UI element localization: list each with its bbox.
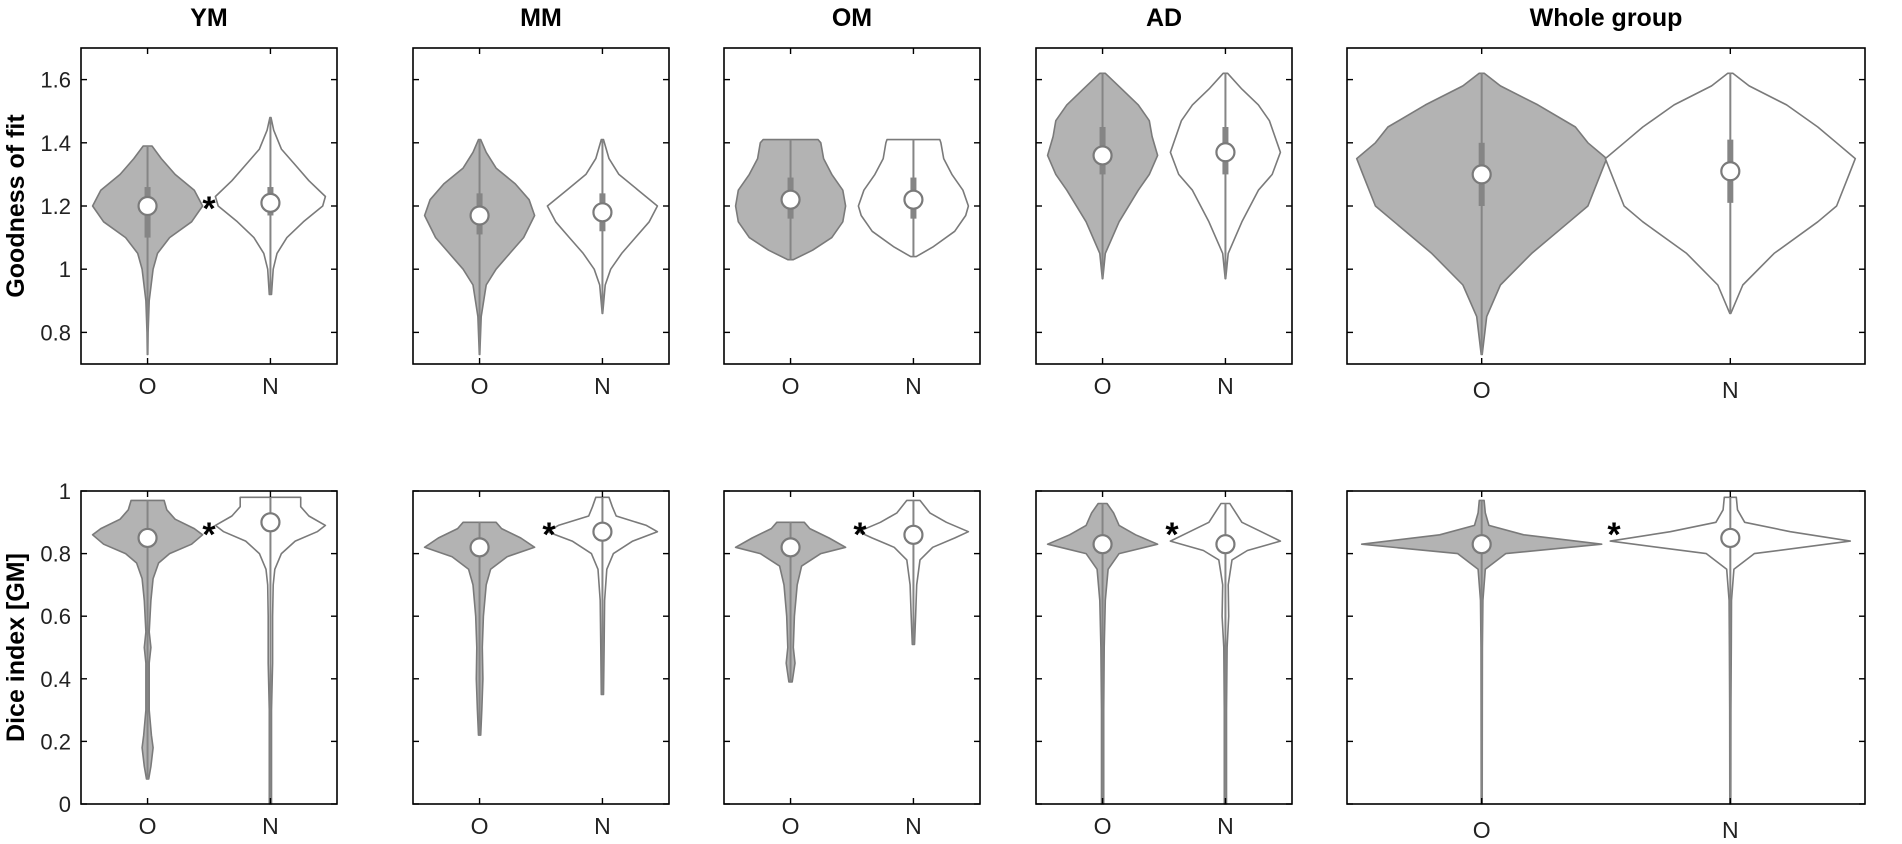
panel-1: O N MM <box>412 4 670 399</box>
y-tick-label: 0.4 <box>40 667 71 692</box>
median-marker <box>1720 161 1741 182</box>
x-category-label: O <box>139 813 157 839</box>
y-tick-label: 1.2 <box>40 194 71 219</box>
y-tick-label: 0.6 <box>40 604 71 629</box>
median-marker <box>137 527 158 549</box>
x-category-label: N <box>1722 817 1739 843</box>
y-tick-label: 1.4 <box>40 131 71 156</box>
panel-title: AD <box>1146 4 1182 32</box>
significance-marker: * <box>1165 516 1179 554</box>
median-marker <box>780 537 801 558</box>
median-marker <box>1471 164 1492 185</box>
panel-5: 0 0.2 0.4 0.6 0.8 1O N * Dice index [GM] <box>2 479 338 839</box>
median-marker <box>469 537 490 558</box>
median-marker <box>1471 534 1492 555</box>
significance-marker: * <box>542 516 556 554</box>
x-category-label: O <box>1094 373 1112 399</box>
x-category-label: N <box>262 813 279 839</box>
x-category-label: N <box>594 813 611 839</box>
axes-frame <box>1346 490 1866 805</box>
median-marker <box>1092 145 1113 166</box>
y-tick-label: 0.8 <box>40 542 71 567</box>
x-category-label: N <box>905 813 922 839</box>
median-marker <box>903 524 924 545</box>
panel-6: O N * <box>412 490 670 839</box>
panel-0: 0.8 1 1.2 1.4 1.6O N YM * Goodness of fit <box>2 4 338 399</box>
x-category-label: N <box>262 373 279 399</box>
panel-9: O N * <box>1346 490 1866 843</box>
y-axis-label: Goodness of fit <box>2 114 30 298</box>
panel-3: O N AD <box>1035 4 1293 399</box>
median-marker <box>260 192 281 213</box>
panel-7: O N * <box>723 490 981 839</box>
y-tick-label: 0 <box>59 792 71 817</box>
significance-marker: * <box>202 190 216 228</box>
x-category-label: O <box>1473 817 1491 843</box>
x-category-label: O <box>1473 377 1491 403</box>
median-marker <box>1720 527 1741 549</box>
axes-frame <box>412 490 670 805</box>
median-marker <box>1092 534 1113 555</box>
x-category-label: N <box>905 373 922 399</box>
y-tick-label: 0.2 <box>40 729 71 754</box>
panel-4: O N Whole group <box>1346 4 1866 403</box>
x-category-label: O <box>471 813 489 839</box>
median-marker <box>780 189 801 210</box>
y-axis-label: Dice index [GM] <box>2 553 30 742</box>
panel-8: O N * <box>1035 490 1293 839</box>
y-tick-label: 0.8 <box>40 320 71 345</box>
median-marker <box>469 205 490 226</box>
panel-title: MM <box>520 4 562 32</box>
x-category-label: O <box>1094 813 1112 839</box>
y-tick-label: 1 <box>59 257 71 282</box>
significance-marker: * <box>1607 516 1621 554</box>
median-marker <box>903 189 924 210</box>
x-category-label: O <box>471 373 489 399</box>
y-tick-label: 1 <box>59 479 71 504</box>
panel-title: OM <box>832 4 872 32</box>
axes-frame <box>80 490 338 805</box>
x-category-label: N <box>1217 373 1234 399</box>
x-category-label: N <box>1217 813 1234 839</box>
significance-marker: * <box>853 516 867 554</box>
median-marker <box>592 202 613 223</box>
axes-frame <box>1035 47 1293 365</box>
x-category-label: N <box>1722 377 1739 403</box>
panel-2: O N OM <box>723 4 981 399</box>
axes-frame <box>723 490 981 805</box>
median-marker <box>137 195 158 217</box>
x-category-label: O <box>782 813 800 839</box>
y-tick-label: 1.6 <box>40 68 71 93</box>
median-marker <box>260 512 281 533</box>
median-marker <box>1215 142 1236 163</box>
x-category-label: N <box>594 373 611 399</box>
axes-frame <box>1035 490 1293 805</box>
median-marker <box>1215 534 1236 555</box>
x-category-label: O <box>139 373 157 399</box>
significance-marker: * <box>202 516 216 554</box>
panel-title: YM <box>190 4 228 32</box>
x-category-label: O <box>782 373 800 399</box>
median-marker <box>592 521 613 542</box>
panel-title: Whole group <box>1530 4 1683 32</box>
